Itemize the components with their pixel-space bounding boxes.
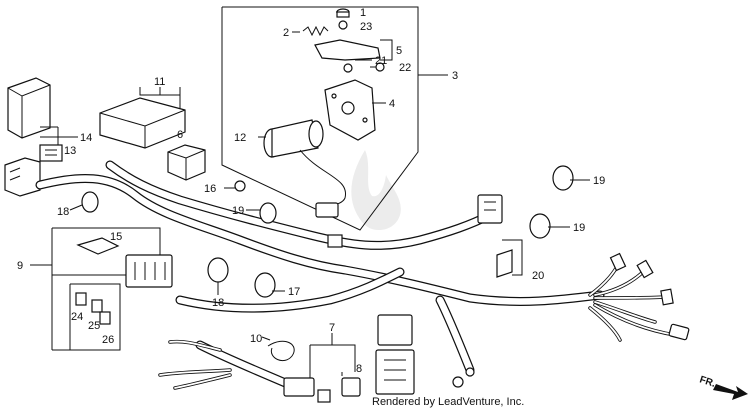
callout-23: 23 [360,21,372,33]
connector-black-6pin [125,254,173,288]
callout-4: 4 [389,98,395,110]
callout-18-lower: 18 [212,297,224,309]
harness-clamp-19-right [529,213,551,239]
callout-26: 26 [102,334,114,346]
callout-17: 17 [288,286,300,298]
callout-2: 2 [283,27,289,39]
solenoid-assembly-box [221,6,419,231]
harness-clamp-18-lower [207,257,229,283]
callout-7: 7 [329,322,335,334]
connector-bottom-white [375,314,415,395]
harness-clamp-19-right-upper [552,165,574,191]
callout-8: 8 [356,363,362,375]
callout-12: 12 [234,132,246,144]
harness-clamp-17 [254,272,276,298]
watermark-flame-logo [351,150,401,231]
callout-6: 6 [177,129,183,141]
cable-tie-10 [267,340,295,361]
fuse-holder-8 [341,377,361,397]
bracket-20 [502,239,523,276]
callout-9: 9 [17,260,23,272]
front-direction-arrow: FR. [698,374,748,400]
plate-5 [314,39,381,61]
callout-13: 13 [64,145,76,157]
callout-19-right-upper: 19 [593,175,605,187]
direction-label: FR. [698,374,717,390]
bracket-5 [380,39,393,61]
mounting-bracket-4 [324,79,376,141]
callout-3: 3 [452,70,458,82]
callout-14: 14 [80,132,92,144]
wire-leads-right [588,252,690,342]
control-unit-11 [99,97,186,149]
connector-block-left [4,157,41,197]
bolt-16 [234,180,246,192]
fuse-24 [75,292,87,306]
callout-1: 1 [360,7,366,19]
grommet-21 [343,63,353,73]
relay-6 [167,144,206,181]
cap-1 [336,8,350,18]
callout-leaders [40,11,590,376]
callout-25: 25 [88,320,100,332]
callout-15: 15 [110,231,122,243]
relay-connector-13 [39,144,63,162]
relay-group-bracket [30,227,161,351]
harness-clamp-18-upper [81,191,99,213]
callout-labels: 1 2 3 4 5 6 7 8 9 10 11 12 13 14 15 16 1… [17,7,605,375]
connector-right-center [477,194,503,224]
harness-clamp-19-center [259,202,277,224]
render-credit: Rendered by LeadVenture, Inc. [372,396,525,408]
fuse-25 [91,299,103,313]
wire-leads-bottom [158,339,475,403]
callout-11: 11 [154,76,165,88]
callout-16: 16 [204,183,216,195]
callout-10: 10 [250,333,262,345]
callout-19-right: 19 [573,222,585,234]
fuse-holder-bracket [309,333,356,378]
fuse-26 [99,311,111,325]
nut-23 [338,20,348,30]
main-wire-harness [35,160,605,390]
callout-22: 22 [399,62,411,74]
callout-21: 21 [375,55,387,67]
callout-19-center: 19 [232,205,244,217]
bolt-22 [370,62,385,72]
callout-24: 24 [71,311,83,323]
callout-20: 20 [532,270,544,282]
spring-2 [302,25,329,37]
callout-18-upper: 18 [57,206,69,218]
fuse-set-15 [76,237,120,255]
bracket-stay-20 [496,249,513,278]
relay-14 [7,77,51,139]
starter-solenoid-12 [263,119,346,218]
connector-top-mid [327,234,343,248]
callout-5: 5 [396,45,402,57]
